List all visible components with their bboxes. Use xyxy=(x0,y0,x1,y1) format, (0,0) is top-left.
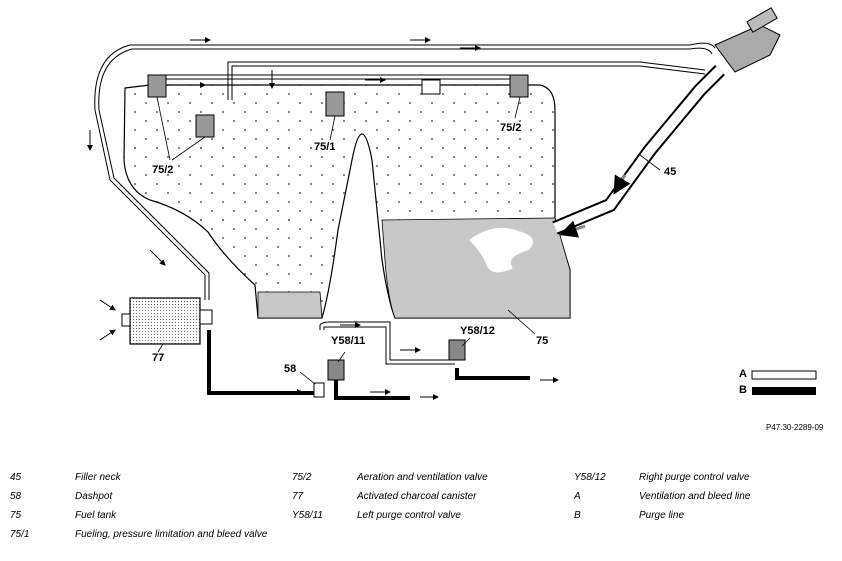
key-desc: Dashpot xyxy=(75,491,113,502)
figure-code: P47.30-2289-09 xyxy=(766,423,824,432)
label-75-2-right: 75/2 xyxy=(500,122,522,134)
key-desc: Ventilation and bleed line xyxy=(639,491,751,502)
leader-lines xyxy=(156,96,661,385)
key-desc: Fuel tank xyxy=(75,510,117,521)
label-75-1: 75/1 xyxy=(314,141,336,153)
legend-samples xyxy=(751,370,817,395)
key-code: A xyxy=(574,491,581,502)
label-77: 77 xyxy=(152,352,165,364)
filler-neck xyxy=(552,7,781,238)
key-desc: Left purge control valve xyxy=(357,510,461,521)
label-y58-12: Y58/12 xyxy=(460,325,495,337)
flow-arrows xyxy=(87,37,559,400)
key-code: 45 xyxy=(10,472,22,483)
label-58: 58 xyxy=(284,363,297,375)
purge-lines xyxy=(207,330,530,400)
key-code: 77 xyxy=(292,491,304,502)
valves xyxy=(147,74,529,138)
fuel-tank xyxy=(123,84,571,319)
key-code: Y58/12 xyxy=(574,472,606,483)
legend-key-a: A xyxy=(739,368,747,380)
key-desc: Activated charcoal canister xyxy=(357,491,477,502)
label-45: 45 xyxy=(664,166,677,178)
label-75-2-left: 75/2 xyxy=(152,164,174,176)
key-desc: Aeration and ventilation valve xyxy=(357,472,488,483)
charcoal-canister xyxy=(121,297,213,345)
label-y58-11: Y58/11 xyxy=(331,335,366,347)
key-desc: Purge line xyxy=(639,510,685,521)
key-code: 75 xyxy=(10,510,22,521)
purge-valves xyxy=(313,339,466,398)
label-75: 75 xyxy=(536,335,549,347)
key-code: 58 xyxy=(10,491,22,502)
key-table: 45 Filler neck 58 Dashpot 75 Fuel tank 7… xyxy=(0,470,842,560)
key-code: 75/1 xyxy=(10,529,30,540)
key-code: B xyxy=(574,510,581,521)
key-desc: Fueling, pressure limitation and bleed v… xyxy=(75,529,268,540)
key-desc: Filler neck xyxy=(75,472,121,483)
legend-key-b: B xyxy=(739,384,747,396)
fuel-evaporative-system-diagram xyxy=(87,7,817,400)
key-code: Y58/11 xyxy=(292,510,323,521)
key-desc: Right purge control valve xyxy=(639,472,750,483)
key-code: 75/2 xyxy=(292,472,312,483)
